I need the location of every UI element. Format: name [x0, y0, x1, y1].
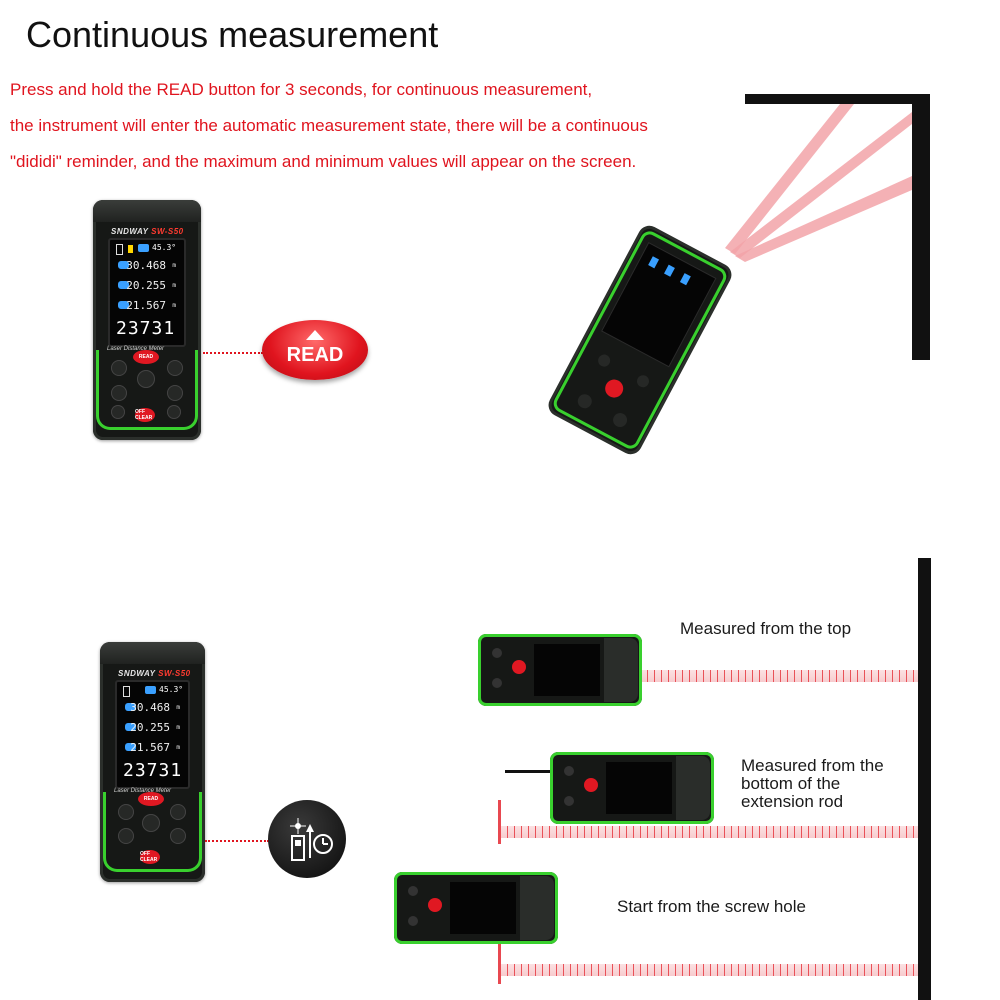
horizontal-laser-meter [394, 872, 558, 944]
device-subtitle: Laser Distance Meter [107, 346, 165, 352]
tilted-laser-meter [548, 225, 732, 455]
device-brand: SNDWAY SW-S50 [118, 669, 191, 678]
device-subtitle: Laser Distance Meter [114, 788, 172, 794]
read-button[interactable]: READ [138, 792, 164, 806]
reference-wall [918, 558, 931, 1000]
extension-rod [505, 770, 555, 773]
device-brand: SNDWAY SW-S50 [111, 227, 184, 236]
clear-button[interactable]: OFF CLEAR [140, 850, 160, 864]
start-marker-line [498, 800, 501, 844]
pointer-dotted-line [205, 840, 269, 842]
menu-button[interactable] [137, 370, 155, 388]
screen-status-icons: 45.3° [123, 685, 183, 697]
plus-button[interactable] [118, 804, 134, 820]
description-line-1: Press and hold the READ button for 3 sec… [10, 80, 593, 99]
mode-button[interactable] [118, 828, 134, 844]
save-button[interactable] [167, 405, 181, 419]
read-button-badge: READ [262, 320, 368, 380]
laser-ruler-beam [500, 964, 918, 976]
mode-button[interactable] [111, 385, 127, 401]
minus-button[interactable] [167, 360, 183, 376]
caption-measured-top: Measured from the top [680, 619, 852, 638]
description-line-3: "dididi" reminder, and the maximum and m… [10, 152, 637, 171]
menu-button[interactable] [142, 814, 160, 832]
triangle-up-icon [306, 330, 324, 340]
minus-button[interactable] [170, 804, 186, 820]
function-button[interactable] [170, 828, 186, 844]
horizontal-laser-meter [550, 752, 714, 824]
screen-status-icons: 45.3° [116, 243, 176, 255]
device-green-rim [96, 350, 198, 430]
caption-screw-hole: Start from the screw hole [617, 897, 806, 916]
read-badge-label: READ [286, 344, 344, 366]
read-button[interactable]: READ [133, 350, 159, 364]
description-line-2: the instrument will enter the automatic … [10, 116, 648, 135]
main-reading: 23731 [123, 760, 183, 781]
reference-button[interactable] [111, 405, 125, 419]
caption-measured-bottom-rod: Measured from the bottom of the extensio… [741, 756, 884, 811]
function-button[interactable] [167, 385, 183, 401]
start-marker-line [498, 940, 501, 984]
clear-button[interactable]: OFF CLEAR [135, 408, 155, 422]
continuous-measure-icon [268, 800, 346, 878]
device-green-rim [103, 792, 202, 872]
device-top-cap [93, 200, 201, 222]
laser-ruler-beam [500, 826, 918, 838]
laser-ruler-beam [640, 670, 918, 682]
corner-laser-illustration [548, 94, 930, 455]
page-title: Continuous measurement [26, 14, 439, 55]
plus-button[interactable] [111, 360, 127, 376]
device-top-cap [100, 642, 205, 664]
main-reading: 23731 [116, 318, 176, 339]
horizontal-laser-meter [478, 634, 642, 706]
pointer-dotted-line [203, 352, 263, 354]
side-wall [912, 94, 930, 360]
ceiling-wall [745, 94, 930, 104]
laser-beams [725, 104, 912, 262]
